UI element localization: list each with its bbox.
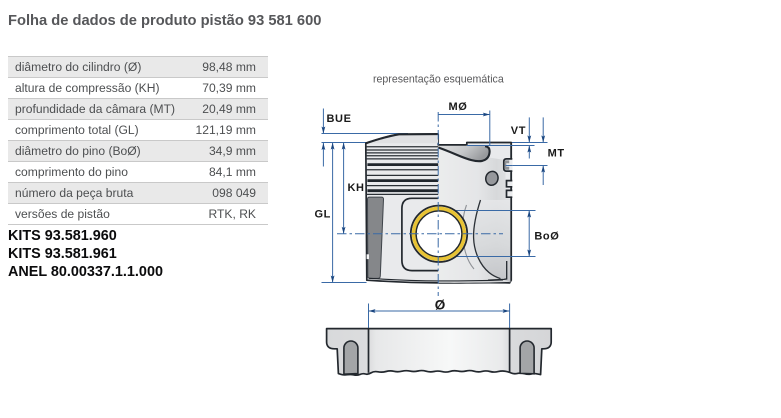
svg-text:MT: MT [548, 147, 565, 159]
svg-text:Ø: Ø [435, 298, 446, 313]
svg-text:GL: GL [315, 209, 331, 221]
svg-text:BoØ: BoØ [534, 231, 559, 243]
svg-text:BUE: BUE [327, 113, 352, 125]
svg-text:MØ: MØ [449, 101, 468, 113]
svg-text:KH: KH [348, 182, 365, 194]
svg-text:VT: VT [511, 125, 526, 137]
svg-text:representação esquemática: representação esquemática [373, 74, 504, 86]
